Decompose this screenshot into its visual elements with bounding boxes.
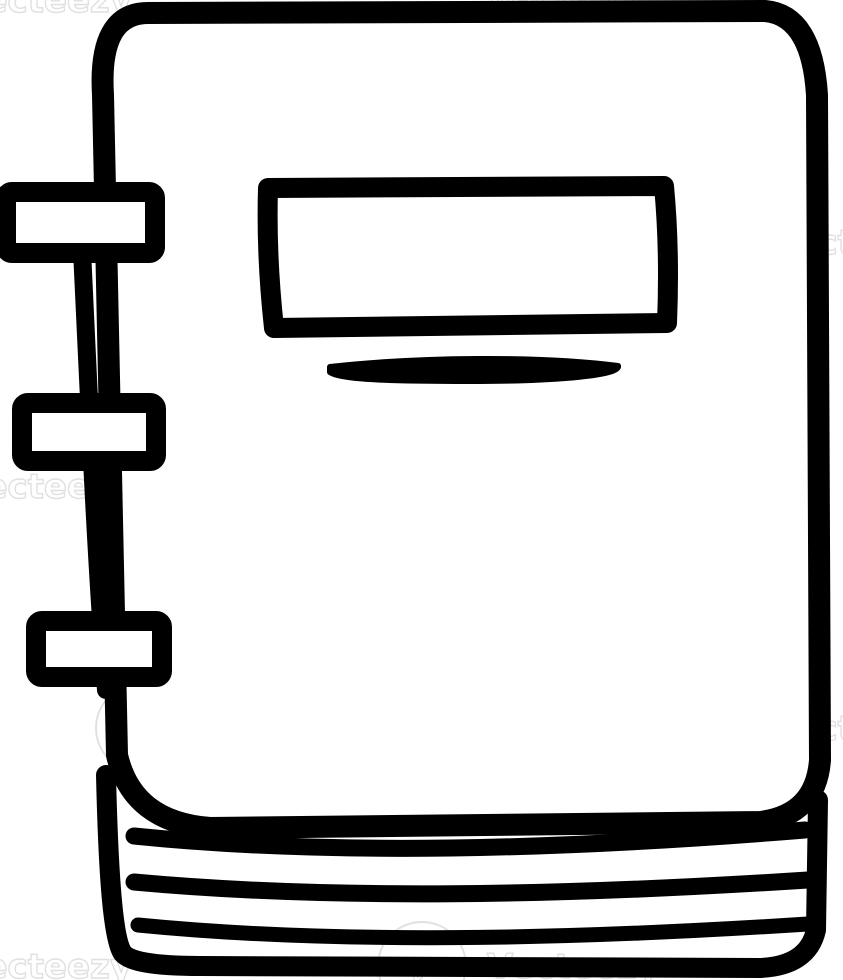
page-line bbox=[125, 821, 814, 857]
cover-label bbox=[257, 176, 678, 338]
page-line bbox=[125, 871, 817, 903]
binding-ring bbox=[26, 611, 172, 687]
binding-ring bbox=[0, 182, 165, 263]
page-stack-outline bbox=[96, 765, 828, 978]
notebook-cover bbox=[91, 0, 831, 839]
watermark-text: Vecteezy bbox=[0, 0, 132, 21]
cover-subtitle-bar bbox=[327, 356, 621, 384]
page-line bbox=[130, 916, 816, 946]
binding-ring bbox=[12, 393, 166, 471]
watermark-text: Vecteezy bbox=[0, 947, 132, 980]
